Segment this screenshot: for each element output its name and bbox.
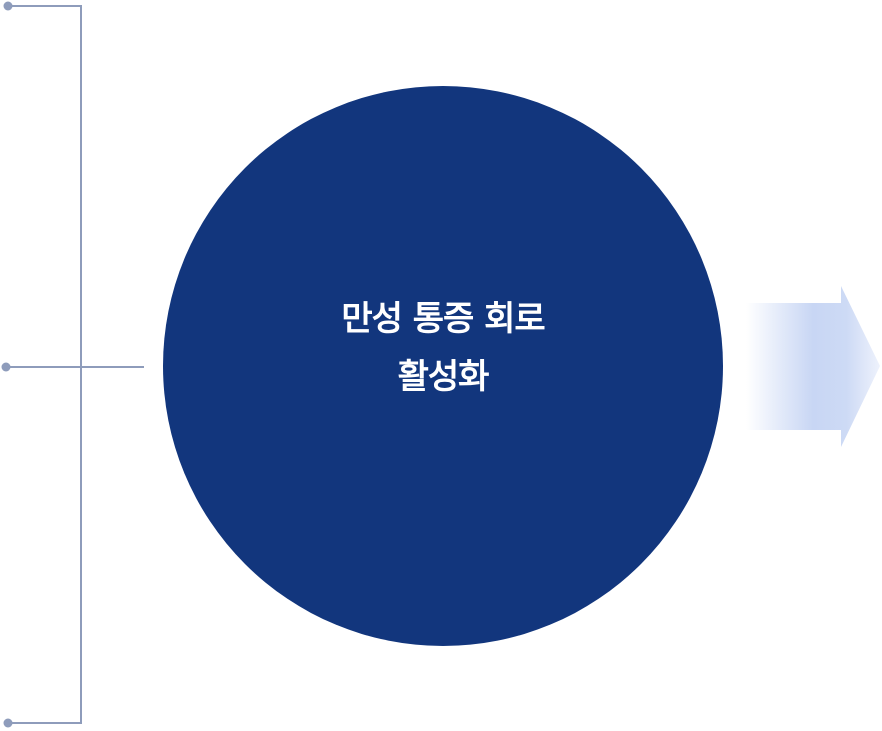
bracket-connector [8, 5, 144, 724]
circle-label: 만성 통증 회로 활성화 [163, 290, 723, 406]
connector-dot-middle [1, 362, 11, 372]
connector-dot-bottom [3, 718, 13, 728]
circle-label-line2: 활성화 [397, 357, 490, 397]
connector-dot-top [3, 1, 13, 11]
right-arrow-icon [746, 286, 880, 447]
circle-label-line1: 만성 통증 회로 [341, 299, 545, 339]
main-circle [163, 86, 723, 646]
